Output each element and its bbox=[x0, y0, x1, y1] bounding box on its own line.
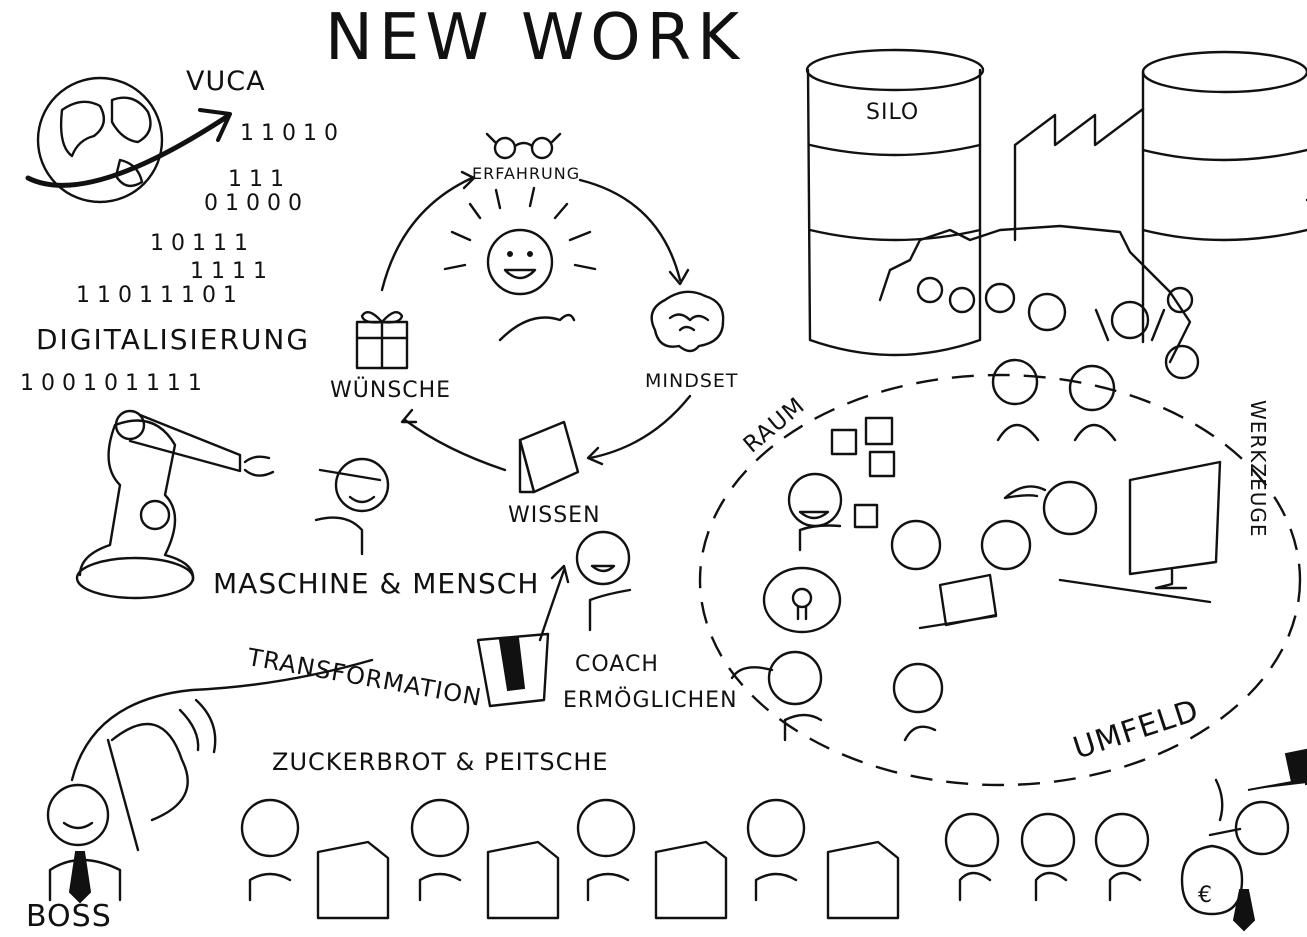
boss-figure bbox=[46, 783, 122, 904]
person-mensch bbox=[314, 457, 390, 556]
silo-right bbox=[1141, 50, 1307, 344]
euro-sign: € bbox=[1198, 883, 1212, 908]
brain-icon bbox=[650, 290, 725, 353]
top-hat-icon bbox=[1208, 748, 1307, 856]
enlightened-person bbox=[443, 186, 597, 342]
binary-row: 1 1 1 bbox=[228, 167, 284, 192]
coach-person bbox=[575, 530, 632, 632]
flag-icon bbox=[106, 698, 217, 852]
label-vuca: VUCA bbox=[186, 66, 266, 97]
glasses-icon bbox=[485, 132, 562, 160]
globe-icon bbox=[25, 76, 232, 204]
label-wissen: WISSEN bbox=[508, 503, 601, 528]
binary-row: 1 0 0 1 0 1 1 1 1 bbox=[20, 371, 202, 396]
crowd bbox=[916, 276, 1200, 442]
label-ermoglichen: ERMÖGLICHEN bbox=[563, 688, 738, 713]
gift-icon bbox=[355, 310, 409, 370]
team-people bbox=[730, 472, 1098, 742]
binary-row: 0 1 0 0 0 bbox=[204, 191, 302, 216]
label-boss: BOSS bbox=[26, 899, 112, 934]
robot-arm-icon bbox=[75, 409, 275, 600]
binary-row: 1 1 0 1 1 1 0 1 bbox=[76, 283, 237, 308]
binary-row: 1 1 1 1 bbox=[190, 259, 267, 284]
label-digitalisierung: DIGITALISIERUNG bbox=[36, 323, 311, 356]
binary-row: 1 0 1 1 1 bbox=[150, 231, 248, 256]
label-silo: SILO bbox=[866, 100, 920, 125]
sticky-notes bbox=[830, 416, 896, 529]
money-bag-icon: € bbox=[1180, 844, 1256, 932]
monitor-icon bbox=[1058, 460, 1222, 604]
label-maschine-mensch: MASCHINE & MENSCH bbox=[213, 567, 540, 600]
label-werkzeuge: WERKZEUGE bbox=[1246, 400, 1270, 538]
binary-digits: 1 1 0 1 0 1 1 1 0 1 0 0 0 1 0 1 1 1 1 1 … bbox=[20, 121, 338, 396]
cycle-arrows bbox=[380, 170, 692, 472]
label-coach: COACH bbox=[575, 652, 659, 677]
onlookers bbox=[944, 812, 1150, 902]
label-erfahrung: ERFAHRUNG bbox=[472, 164, 581, 183]
workspace-boundary bbox=[698, 373, 1302, 787]
lightbulb-icon bbox=[762, 566, 842, 634]
factory-building bbox=[1013, 107, 1145, 242]
label-wunsche: WÜNSCHE bbox=[330, 378, 452, 403]
book-icon bbox=[518, 420, 580, 494]
workers-row bbox=[240, 798, 900, 920]
silo-left bbox=[805, 48, 985, 357]
label-mindset: MINDSET bbox=[645, 370, 739, 392]
page-title: NEW WORK bbox=[325, 1, 746, 75]
binary-row: 1 1 0 1 0 bbox=[240, 121, 338, 146]
change-cup-icon bbox=[476, 632, 550, 708]
label-zuckerbrot-peitsche: ZUCKERBROT & PEITSCHE bbox=[272, 748, 609, 776]
laptop-icon bbox=[918, 573, 998, 630]
